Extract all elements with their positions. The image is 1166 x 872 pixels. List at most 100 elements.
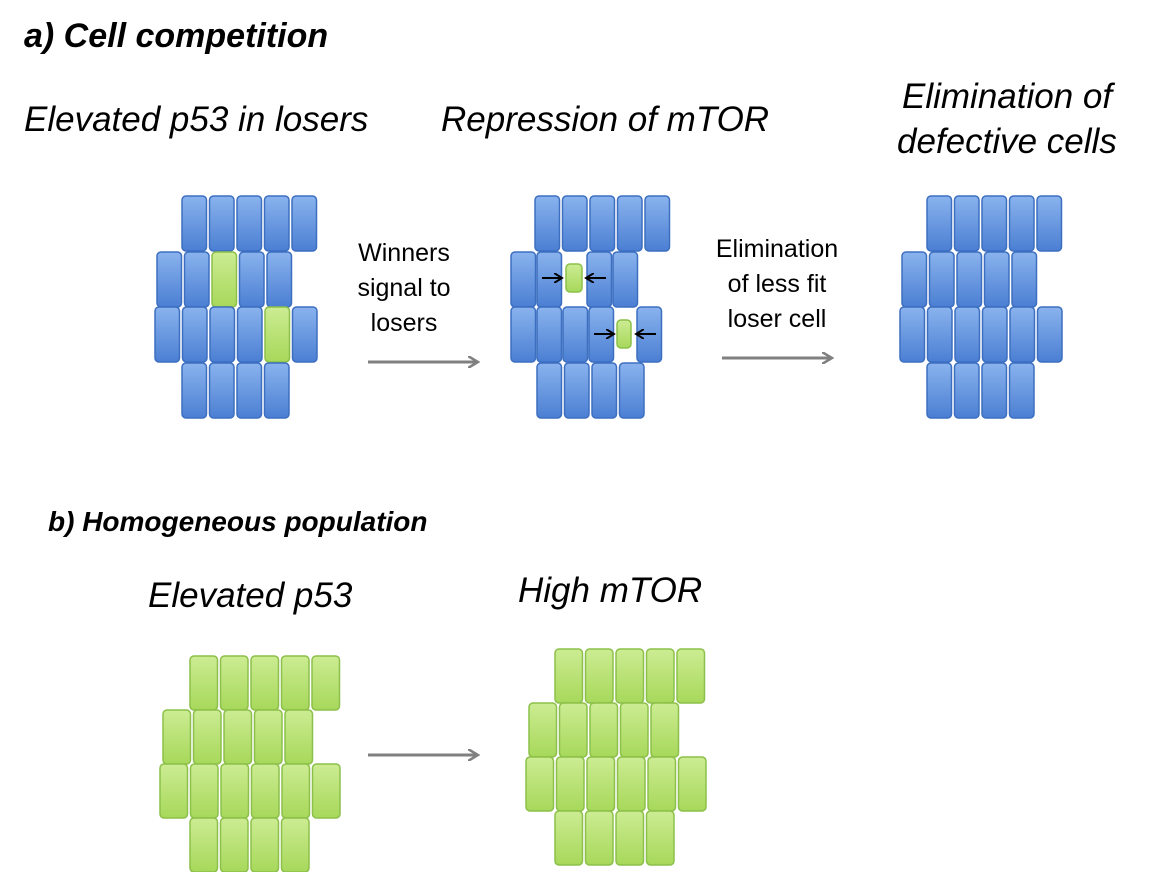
winner-cell	[589, 195, 616, 252]
loser-cell	[189, 655, 219, 711]
winner-cell	[953, 195, 980, 252]
winner-cell	[236, 362, 263, 419]
winner-cell	[263, 195, 290, 252]
winner-cell	[266, 251, 293, 308]
winner-cell	[953, 362, 980, 419]
winner-cell	[1011, 251, 1038, 308]
winner-cell	[612, 251, 639, 308]
loser-cell	[647, 756, 677, 812]
winner-cell	[154, 306, 181, 363]
loser-cell	[281, 763, 311, 819]
loser-cell	[554, 648, 584, 704]
loser-cell	[619, 702, 649, 758]
cluster-b1	[159, 655, 341, 872]
stage-a3-title-line2: defective cells	[897, 122, 1117, 161]
winner-cell	[926, 362, 953, 419]
winner-cell	[156, 251, 183, 308]
winner-cell	[291, 306, 318, 363]
arrow-a2-label-line2: of less fit	[727, 270, 827, 298]
loser-cell	[677, 756, 707, 812]
winner-cell	[263, 362, 290, 419]
loser-cell	[616, 756, 646, 812]
winner-cell	[291, 195, 318, 252]
winner-cell	[208, 362, 235, 419]
loser-cell	[211, 251, 238, 308]
cluster-a3	[899, 195, 1063, 419]
winner-cell	[981, 306, 1008, 363]
cluster-a1	[154, 195, 318, 419]
winner-cell	[510, 306, 537, 363]
winner-cell	[536, 362, 563, 419]
winner-cell	[586, 251, 613, 308]
loser-cell	[250, 817, 280, 872]
loser-cell	[584, 648, 614, 704]
winner-cell	[181, 362, 208, 419]
winner-cell	[181, 195, 208, 252]
arrow-a2-label-line1: Elimination	[715, 235, 839, 263]
winner-cell	[983, 251, 1010, 308]
winner-cell	[1008, 195, 1035, 252]
winner-cell	[181, 306, 208, 363]
winner-cell	[591, 362, 618, 419]
loser-cell	[280, 655, 310, 711]
winner-cell	[536, 251, 563, 308]
loser-cell	[250, 655, 280, 711]
winner-cell	[238, 251, 265, 308]
winner-cell	[981, 195, 1008, 252]
winner-cell	[563, 362, 590, 419]
stage-b1-title: Elevated p53	[148, 576, 353, 615]
loser-cell	[284, 709, 314, 765]
arrow-a1-label-line1: Winners	[358, 239, 450, 267]
winner-cell	[561, 195, 588, 252]
winner-cell	[956, 251, 983, 308]
loser-cell	[645, 810, 675, 866]
loser-cell	[615, 648, 645, 704]
winner-cell	[209, 306, 236, 363]
arrow-a1-label-line2: signal to	[357, 274, 451, 302]
winner-cell	[926, 195, 953, 252]
loser-cell	[584, 810, 614, 866]
loser-cell	[555, 756, 585, 812]
winner-cell	[236, 306, 263, 363]
winner-cell	[183, 251, 210, 308]
loser-cell	[615, 810, 645, 866]
loser-cell	[162, 709, 192, 765]
winner-cell	[928, 251, 955, 308]
loser-cell	[586, 756, 616, 812]
winner-cell	[534, 195, 561, 252]
winner-cell	[981, 362, 1008, 419]
loser-cell	[219, 655, 249, 711]
section-b-title: b) Homogeneous population	[48, 506, 428, 537]
winner-cell	[616, 195, 643, 252]
winner-cell	[1036, 306, 1063, 363]
loser-cell	[219, 817, 249, 872]
loser-cell	[565, 263, 583, 293]
loser-cell	[645, 648, 675, 704]
winner-cell	[618, 362, 645, 419]
loser-cell	[280, 817, 310, 872]
winner-cell	[926, 306, 953, 363]
loser-cell	[311, 763, 341, 819]
winner-cell	[1008, 362, 1035, 419]
arrow-a2-label-line3: loser cell	[727, 305, 827, 333]
loser-cell	[189, 763, 219, 819]
loser-cell	[650, 702, 680, 758]
winner-cell	[236, 195, 263, 252]
loser-cell	[189, 817, 219, 872]
loser-cell	[311, 655, 341, 711]
winner-cell	[954, 306, 981, 363]
loser-cell	[223, 709, 253, 765]
winner-cell	[1036, 195, 1063, 252]
winner-cell	[901, 251, 928, 308]
arrow-a1-label: Winners signal to losers	[336, 236, 472, 341]
loser-cell	[525, 756, 555, 812]
loser-cell	[558, 702, 588, 758]
section-a-title: a) Cell competition	[24, 17, 329, 55]
cluster-a2	[510, 195, 671, 419]
stage-b2-title: High mTOR	[518, 571, 703, 610]
loser-cell	[528, 702, 558, 758]
stage-a1-title: Elevated p53 in losers	[24, 100, 369, 139]
winner-cell	[644, 195, 671, 252]
winner-cell	[208, 195, 235, 252]
